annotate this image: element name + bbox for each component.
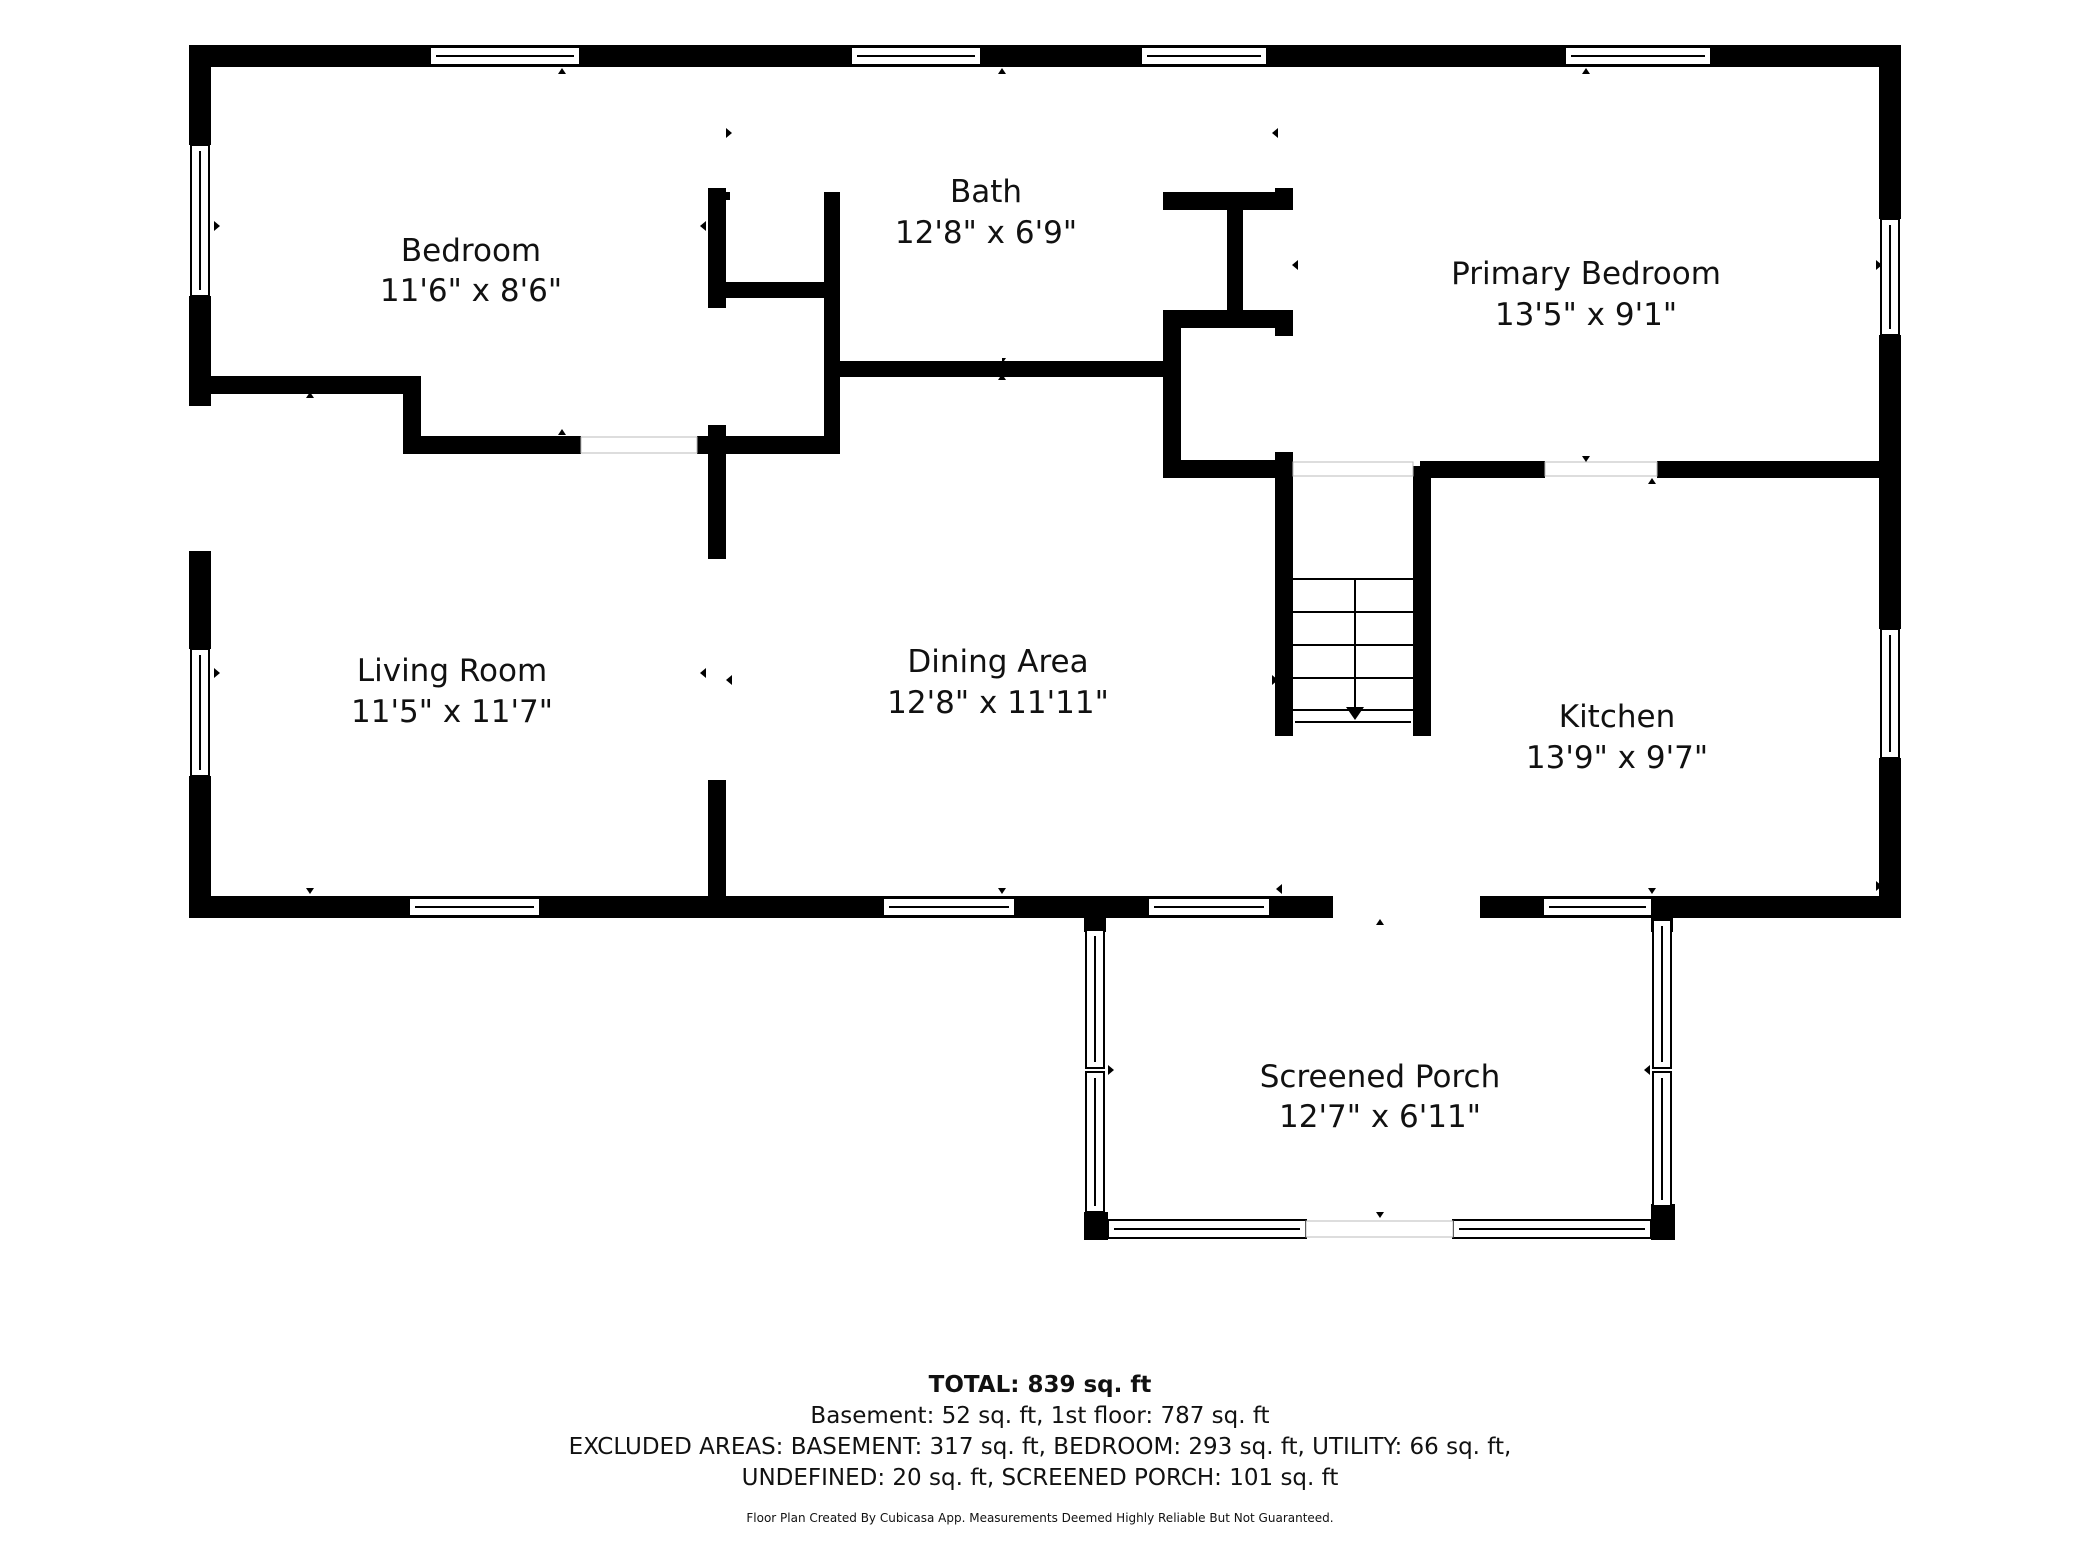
room-name-living-room: Living Room (357, 653, 547, 689)
total-value: 839 sq. ft (1027, 1372, 1152, 1398)
window (850, 46, 982, 66)
windows (190, 46, 1900, 1239)
screen-panel (1085, 1071, 1105, 1213)
window (1140, 46, 1268, 66)
room-name-primary-bedroom: Primary Bedroom (1451, 256, 1721, 292)
room-name-screened-porch: Screened Porch (1260, 1059, 1501, 1095)
room-labels: Bedroom 11'6" x 8'6" Bath 12'8" x 6'9" P… (351, 174, 1721, 1135)
excluded-areas-line: EXCLUDED AREAS: BASEMENT: 317 sq. ft, BE… (568, 1434, 1512, 1460)
disclaimer-credit: Floor Plan Created By Cubicasa App. Meas… (746, 1511, 1334, 1525)
room-dim-living-room: 11'5" x 11'7" (351, 694, 553, 730)
stairs-down-arrow (1346, 707, 1364, 720)
floor-breakdown: Basement: 52 sq. ft, 1st floor: 787 sq. … (810, 1403, 1270, 1429)
total-area: TOTAL: 839 sq. ft (0, 1370, 2080, 1401)
excluded-areas-line-2: UNDEFINED: 20 sq. ft, SCREENED PORCH: 10… (741, 1465, 1339, 1491)
window (882, 897, 1016, 917)
room-dim-kitchen: 13'9" x 9'7" (1526, 740, 1708, 776)
room-dim-screened-porch: 12'7" x 6'11" (1279, 1099, 1481, 1135)
stairs (1293, 578, 1413, 723)
total-label: TOTAL: (928, 1372, 1020, 1398)
screen-panel (1652, 1071, 1672, 1207)
window (1880, 628, 1900, 759)
room-dim-primary-bedroom: 13'5" x 9'1" (1495, 297, 1677, 333)
area-summary: TOTAL: 839 sq. ft Basement: 52 sq. ft, 1… (0, 1370, 2080, 1526)
window (408, 897, 541, 917)
dimension-markers (214, 68, 1882, 1218)
room-name-dining-area: Dining Area (907, 644, 1088, 680)
window (1147, 897, 1271, 917)
window (1880, 218, 1900, 336)
window (429, 46, 581, 66)
screen-panel (1652, 919, 1672, 1069)
room-dim-bath: 12'8" x 6'9" (895, 215, 1077, 251)
window (1542, 897, 1653, 917)
room-dim-bedroom: 11'6" x 8'6" (380, 273, 562, 309)
window (1564, 46, 1712, 66)
openings (580, 436, 1658, 1238)
window (190, 144, 210, 297)
room-name-bath: Bath (950, 174, 1022, 210)
room-name-bedroom: Bedroom (401, 233, 541, 269)
room-name-kitchen: Kitchen (1559, 699, 1676, 735)
screen-panel (1107, 1219, 1307, 1239)
screen-panel (1085, 929, 1105, 1069)
window (190, 648, 210, 777)
room-dim-dining-area: 12'8" x 11'11" (887, 685, 1109, 721)
screen-panel (1452, 1219, 1652, 1239)
